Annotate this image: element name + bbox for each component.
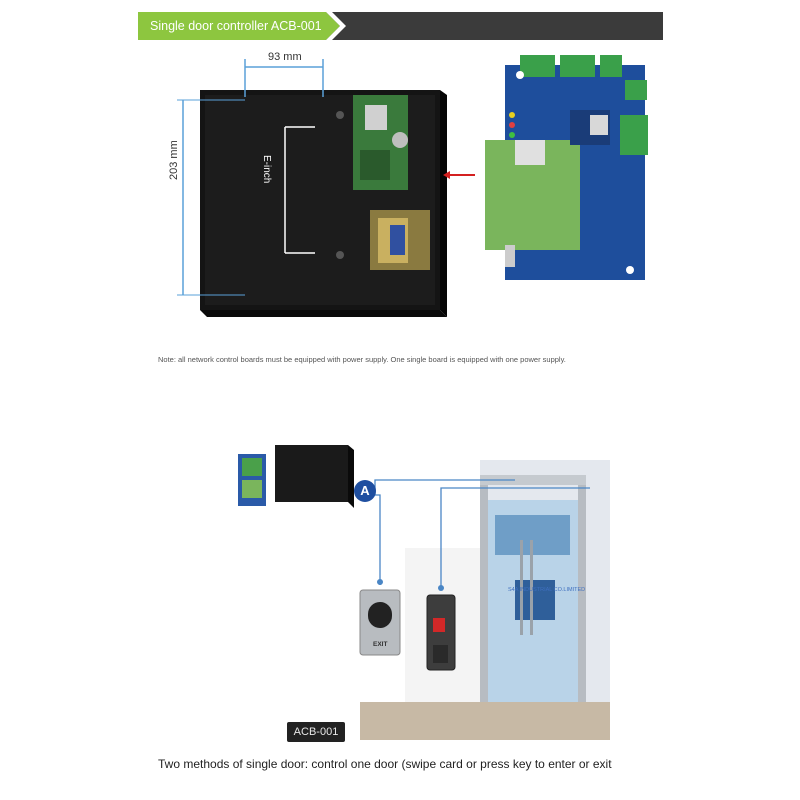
card-reader-device: [426, 594, 456, 671]
caption: Two methods of single door: control one …: [158, 757, 612, 771]
header-banner: [138, 12, 663, 40]
header-title: Single door controller ACB-001: [150, 19, 322, 33]
inner-size-label: E-inch: [261, 155, 272, 184]
model-tag: ACB-001: [287, 722, 345, 742]
exit-button-device: [359, 589, 401, 656]
width-dimension-label: 93 mm: [268, 51, 302, 63]
controller-enclosure-image: [200, 90, 447, 317]
power-supply-note: Note: all network control boards must be…: [158, 355, 566, 364]
control-board-image: [485, 55, 648, 280]
callout-badge: A: [354, 480, 376, 502]
installation-figure: [238, 445, 610, 740]
height-dimension-label: 203 mm: [168, 140, 180, 180]
controller-thumbnail-image: [238, 445, 354, 508]
exit-button-label: EXIT: [373, 641, 388, 648]
product-figure: [177, 55, 648, 317]
door-glass-text: S4A INDUSTRIAL CO.LIMITED: [508, 587, 586, 593]
pointer-arrow-icon: [443, 171, 475, 179]
